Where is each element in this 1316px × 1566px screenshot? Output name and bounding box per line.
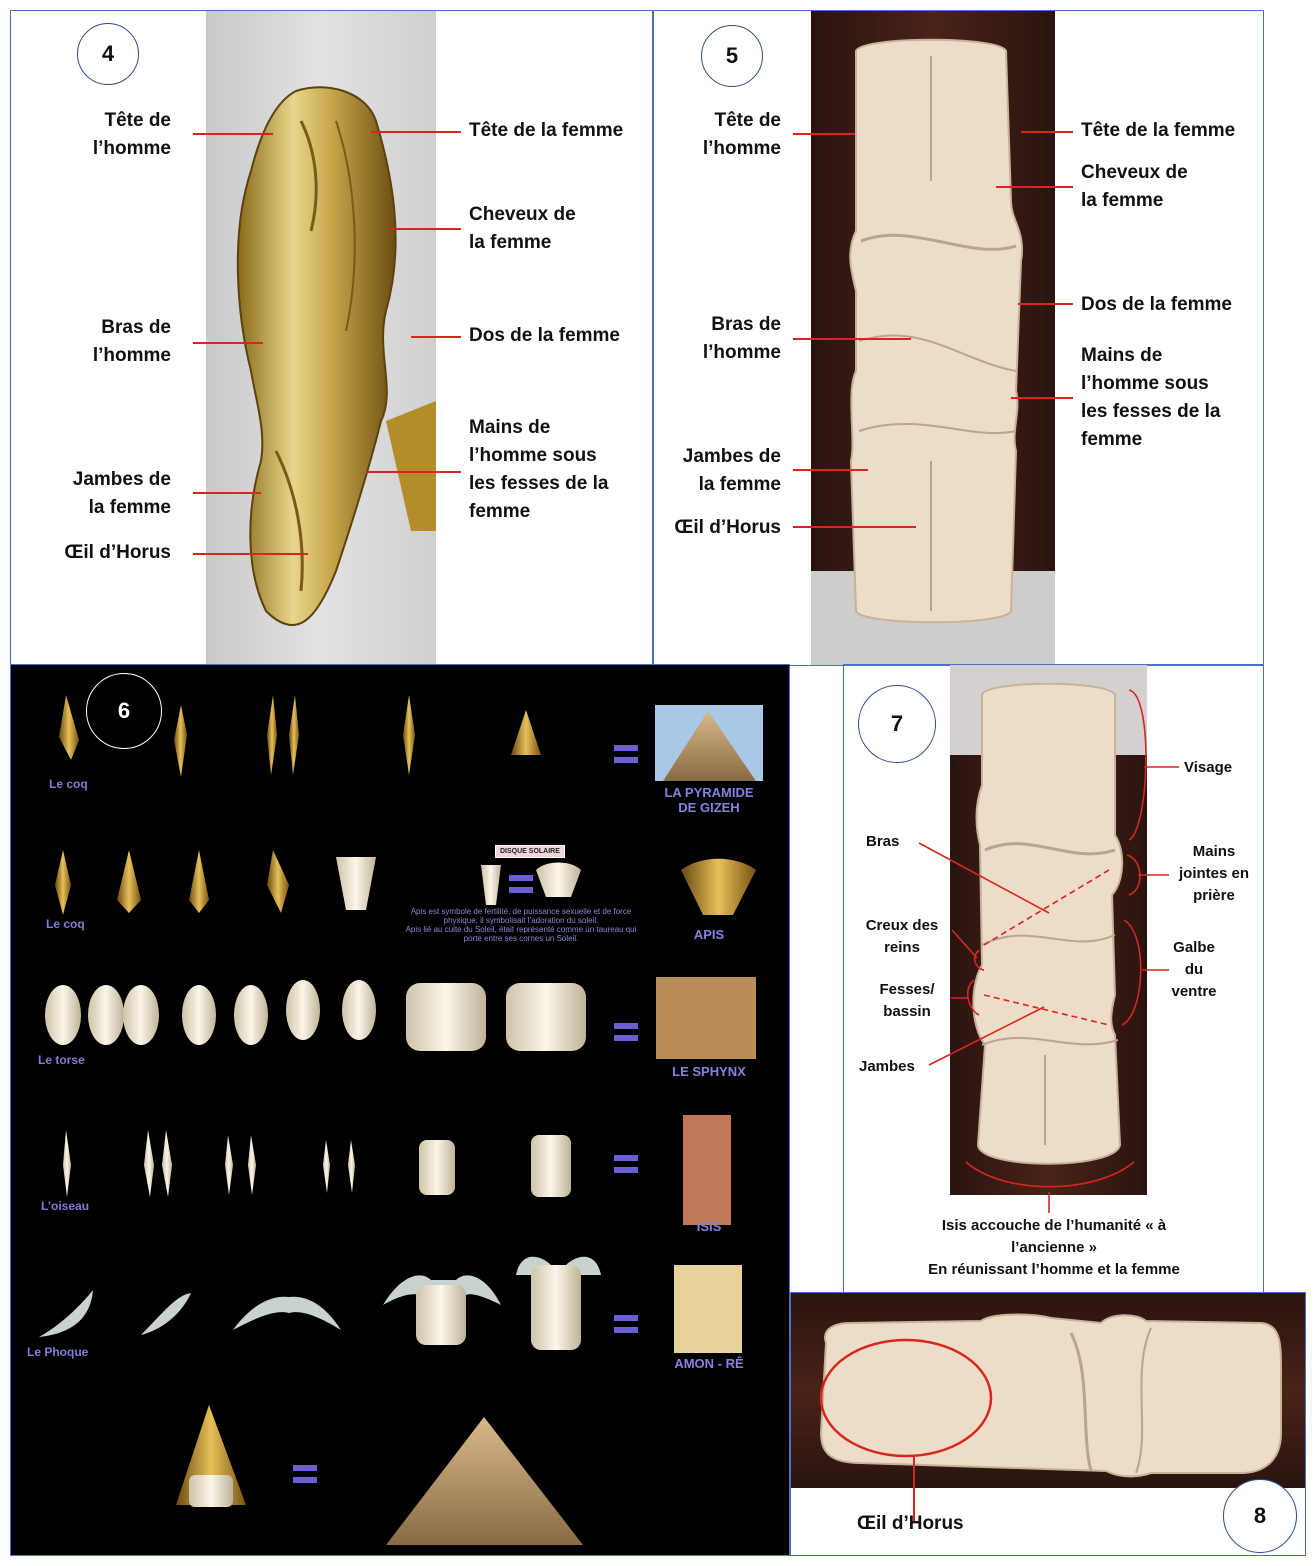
panel-6: 6 bbox=[10, 664, 790, 1556]
pointer-line bbox=[193, 553, 308, 555]
label-mains-homme: Mains de l’homme sous les fesses de la f… bbox=[1081, 345, 1221, 450]
gold-figurine-shape bbox=[236, 86, 436, 627]
panel-7: 7 Visage Mains jointes en prière Galbe d… bbox=[843, 664, 1264, 1294]
pointer-line bbox=[193, 342, 263, 344]
row2-shapes bbox=[55, 850, 756, 915]
caption-isis: Isis accouche de l’humanité « à l’ancien… bbox=[928, 1217, 1180, 1278]
label-bras-homme: Bras de l’homme bbox=[92, 317, 171, 366]
label-oeil-horus: Œil d’Horus bbox=[64, 542, 171, 563]
equals-sign bbox=[614, 745, 638, 763]
label-creux-reins: Creux des reins bbox=[865, 917, 939, 956]
equals-sign bbox=[509, 875, 533, 893]
pointer-line bbox=[193, 133, 273, 135]
apis-description: Apis est symbole de fertilité, de puissa… bbox=[405, 907, 637, 943]
row3-shapes bbox=[45, 980, 586, 1051]
label-bras-homme: Bras de l’homme bbox=[702, 314, 781, 363]
result-sphynx: LE SPHYNX bbox=[672, 1064, 746, 1079]
caption-row3: Le torse bbox=[38, 1053, 85, 1067]
sphinx-photo bbox=[656, 977, 756, 1059]
pointer-line bbox=[793, 338, 911, 340]
marble-figurine-side-photo bbox=[791, 1293, 1305, 1488]
label-dos-femme: Dos de la femme bbox=[469, 325, 620, 346]
marble-side-shape bbox=[819, 1313, 1282, 1478]
label-tete-femme: Tête de la femme bbox=[469, 120, 624, 141]
caption-row2: Le coq bbox=[46, 917, 85, 931]
label-jambes-femme: Jambes de la femme bbox=[72, 469, 171, 518]
marble-figurine-photo bbox=[811, 11, 1055, 665]
amon-re-photo bbox=[674, 1265, 742, 1353]
pointer-line bbox=[1021, 131, 1073, 133]
result-amon-re: AMON - RÊ bbox=[674, 1356, 744, 1371]
row5-shapes bbox=[39, 1256, 601, 1337]
label-mains-homme: Mains de l’homme sous les fesses de la f… bbox=[469, 417, 609, 522]
equals-sign bbox=[293, 1465, 317, 1483]
caption-row5: Le Phoque bbox=[27, 1345, 89, 1359]
pointer-line bbox=[793, 526, 916, 528]
pointer-line bbox=[996, 186, 1073, 188]
panel-number-badge: 8 bbox=[1223, 1479, 1297, 1553]
result-apis: APIS bbox=[693, 927, 725, 942]
label-tete-femme: Tête de la femme bbox=[1081, 120, 1236, 141]
pointer-line bbox=[389, 228, 461, 230]
label-jambes-femme: Jambes de la femme bbox=[682, 446, 781, 495]
label-cheveux-femme: Cheveux de la femme bbox=[469, 204, 576, 253]
marble-figurine-front-photo bbox=[950, 665, 1147, 1195]
label-tete-homme: Tête de l’homme bbox=[92, 110, 171, 159]
label-visage: Visage bbox=[1184, 759, 1233, 776]
label-oeil-horus: Œil d’Horus bbox=[674, 517, 781, 538]
equals-sign bbox=[614, 1315, 638, 1333]
label-mains-jointes: Mains jointes en prière bbox=[1178, 843, 1249, 904]
panel-number-badge: 6 bbox=[86, 673, 162, 749]
evolution-illustration bbox=[39, 695, 763, 1545]
label-galbe-ventre: Galbe du ventre bbox=[1171, 939, 1217, 1000]
panel-number-badge: 7 bbox=[858, 685, 936, 763]
panel-number-badge: 5 bbox=[701, 25, 763, 87]
disque-solaire-badge: DISQUE SOLAIRE bbox=[495, 845, 565, 858]
pointer-line bbox=[1011, 397, 1073, 399]
caption-row4: L’oiseau bbox=[41, 1199, 90, 1213]
result-isis: ISIS bbox=[696, 1219, 722, 1234]
pointer-line bbox=[193, 492, 261, 494]
result-pyramide: LA PYRAMIDE DE GIZEH bbox=[664, 785, 754, 815]
pointer-line bbox=[793, 133, 855, 135]
isis-photo bbox=[683, 1115, 731, 1225]
row4-shapes bbox=[63, 1130, 571, 1197]
pointer-line bbox=[411, 336, 461, 338]
pointer-line bbox=[371, 131, 461, 133]
marble-figurine-shape bbox=[811, 38, 1055, 665]
label-dos-femme: Dos de la femme bbox=[1081, 294, 1232, 315]
label-jambes: Jambes bbox=[859, 1058, 915, 1075]
panel-8: Œil d’Horus 8 bbox=[790, 1292, 1306, 1556]
pointer-line bbox=[1018, 303, 1073, 305]
gold-figurine-photo bbox=[206, 11, 436, 665]
caption-row1: Le coq bbox=[49, 777, 88, 791]
label-oeil-horus: Œil d’Horus bbox=[857, 1513, 964, 1534]
marble-front-shape bbox=[950, 665, 1147, 1165]
equals-sign bbox=[614, 1023, 638, 1041]
panel7-annotations bbox=[918, 689, 1179, 1213]
pointer-line bbox=[793, 469, 868, 471]
label-fesses-bassin: Fesses/ bassin bbox=[879, 981, 935, 1020]
bottom-pyramid-photo bbox=[386, 1417, 583, 1545]
equals-sign bbox=[614, 1155, 638, 1173]
panel-4: 4 Tête de l’homme Bras de l’homme Jambes… bbox=[10, 10, 654, 666]
label-bras: Bras bbox=[866, 833, 900, 850]
label-cheveux-femme: Cheveux de la femme bbox=[1081, 162, 1188, 211]
pointer-line-vertical bbox=[913, 1455, 915, 1523]
pointer-line bbox=[366, 471, 461, 473]
panel-number-badge: 4 bbox=[77, 23, 139, 85]
panel-5: 5 Tête de l’homme Bras de l’homme Jambes… bbox=[652, 10, 1264, 666]
row1-shapes bbox=[59, 695, 541, 777]
label-tete-homme: Tête de l’homme bbox=[702, 110, 781, 159]
